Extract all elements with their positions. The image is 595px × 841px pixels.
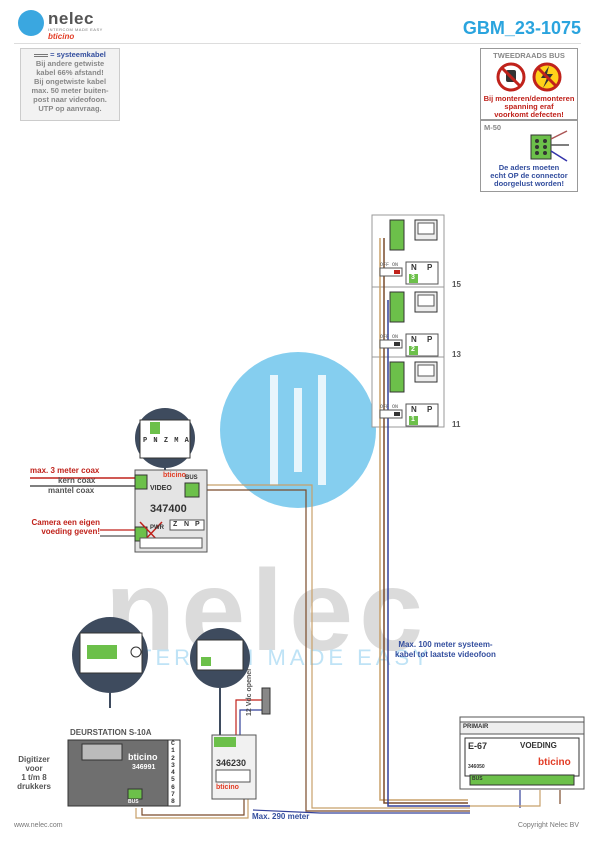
switch-label: OFF ON — [380, 262, 399, 268]
note-line: kabel 66% afstand! — [36, 68, 104, 77]
module-video-label: VIDEO — [150, 485, 172, 492]
switch-label: OFF ON — [380, 334, 399, 340]
coax-max-label: max. 3 meter coax — [30, 466, 100, 475]
door-station-code: 346991 — [132, 764, 156, 771]
supply-primary-label: PRIMAIR — [463, 724, 489, 730]
system-cable-note: = systeemkabel Bij andere getwiste kabel… — [20, 48, 120, 121]
n-label: N — [411, 263, 417, 272]
door-opener-icon — [261, 687, 271, 715]
watermark-text: nelec — [105, 547, 430, 675]
note-line: UTP op aanvraag. — [38, 104, 102, 113]
floor-11-label: 11 — [452, 420, 461, 429]
copyright: Copyright Nelec BV — [517, 822, 579, 829]
module-bus-label: BUS — [185, 475, 198, 481]
max-100-annotation: Max. 100 meter systeem-kabel tot laatste… — [395, 640, 496, 659]
note-title: = systeemkabel — [50, 50, 106, 59]
n-label: N — [411, 335, 417, 344]
warning-title: TWEEDRAADS BUS — [493, 51, 565, 60]
m50-note: M-50 De aders moeten echt OP de connecto… — [480, 120, 578, 192]
p-label: P — [427, 335, 433, 344]
header-divider — [14, 43, 581, 44]
website-link[interactable]: www.nelec.com — [14, 822, 63, 829]
supply-brand: bticino — [538, 757, 571, 768]
module-n-label: N — [184, 521, 190, 528]
m50-line: doorgelust worden! — [494, 179, 564, 188]
warning-line: spanning eraf — [504, 102, 554, 111]
note-line: Bij ongetwiste kabel — [33, 77, 107, 86]
module-pwr-label: PWR — [150, 525, 164, 531]
connector-icon — [530, 130, 569, 162]
coax-core-label: kern coax — [58, 476, 96, 485]
warning-line: voorkomt defecten! — [494, 110, 564, 119]
warning-line: Bij monteren/demonteren — [483, 94, 575, 103]
supply-bus-label: BUS — [472, 776, 483, 782]
n-label: N — [411, 405, 417, 414]
switch-label: OFF ON — [380, 404, 399, 410]
door-station-bus-label: BUS — [128, 799, 139, 805]
module-346230-code: 346230 — [216, 758, 247, 768]
partner-brand: bticino — [48, 32, 75, 41]
zoom-labels: P N Z M A — [143, 437, 190, 445]
cable-symbol-icon — [34, 53, 49, 57]
module-z-label: Z — [173, 521, 178, 528]
supply-label: VOEDING — [520, 741, 557, 750]
note-line: post naar videofoon. — [33, 95, 107, 104]
brand-name: nelec — [48, 9, 94, 28]
no-power-icons — [496, 62, 562, 92]
floor-13-label: 13 — [452, 350, 461, 359]
videophone-unit-13 — [379, 291, 439, 357]
module-346230-brand: bticino — [216, 784, 239, 791]
door-station-brand: bticino — [128, 752, 158, 762]
videophone-unit-11 — [379, 361, 439, 427]
supply-code: 346050 — [468, 764, 485, 770]
two-wire-bus-warning: TWEEDRAADS BUS Bij monteren/demonteren s… — [480, 48, 578, 120]
p-label: P — [427, 405, 433, 414]
module-347400-brand: bticino — [163, 472, 186, 479]
module-p-label: P — [195, 521, 200, 528]
address-code: 2 — [411, 346, 415, 353]
note-line: max. 50 meter buiten- — [31, 86, 109, 95]
door-station-title: DEURSTATION S-10A — [70, 728, 152, 737]
nelec-logo-icon[interactable] — [18, 10, 44, 36]
m50-line: echt OP de connector — [490, 171, 568, 180]
note-line: Bij andere getwiste — [35, 59, 105, 68]
m50-line: De aders moeten — [498, 163, 560, 172]
supply-title: E-67 — [468, 741, 488, 751]
p-label: P — [427, 263, 433, 272]
module-347400-code: 347400 — [150, 503, 187, 515]
address-code: 1 — [411, 416, 415, 423]
floor-15-label: 15 — [452, 280, 461, 289]
address-code: 3 — [411, 274, 415, 281]
watermark-sub: INTERCOM MADE EASY — [108, 645, 432, 670]
document-code: GBM_23-1075 — [462, 18, 581, 38]
videophone-unit-15 — [379, 219, 439, 285]
m50-title: M-50 — [484, 123, 502, 132]
coax-shield-label: mantel coax — [48, 486, 95, 495]
brand-tagline: INTERCOM MADE EASY — [48, 27, 103, 32]
opener-label: 12 Vdc opener — [246, 668, 253, 716]
max-290-annotation: Max. 290 meter — [252, 812, 310, 821]
